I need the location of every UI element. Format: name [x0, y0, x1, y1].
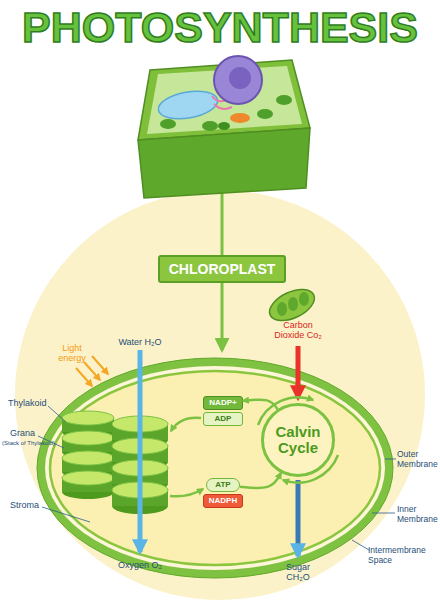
part-label: Outer Membrane	[397, 450, 440, 469]
flow-arrow	[171, 418, 201, 431]
chloroplast-icon-granum	[288, 297, 298, 311]
leader-line	[385, 459, 396, 460]
leader-line	[352, 540, 369, 550]
part-note: (Stack of Thylakoid)	[2, 440, 74, 447]
inner-membrane	[50, 371, 380, 565]
outer-membrane	[37, 358, 393, 578]
node-text: CHLOROPLAST	[169, 262, 276, 277]
zoom-arrow	[221, 283, 224, 350]
cell-chloroplast	[218, 122, 230, 130]
light-ray	[76, 368, 92, 386]
cell-chloroplast	[257, 109, 273, 119]
node-outline-shape	[263, 405, 334, 476]
light-ray	[92, 356, 108, 374]
part-label: Stroma	[10, 500, 50, 510]
carbon-dioxide-arrow	[296, 346, 301, 398]
nucleolus	[229, 67, 251, 89]
node-text: Calvin Cycle	[267, 424, 329, 456]
thylakoid-disc-top	[62, 431, 114, 445]
flow-connector	[240, 473, 281, 488]
part-label: Thylakoid	[8, 398, 64, 408]
part-label: Inner Membrane	[397, 505, 440, 524]
molecule-box: NADPH	[203, 494, 243, 508]
leader-line	[372, 513, 395, 514]
node-text: NADPH	[209, 497, 237, 505]
background-disc	[15, 190, 425, 600]
node-text: ADP	[215, 415, 232, 423]
chloroplast-icon-granum	[277, 302, 287, 316]
thylakoid-disc-top	[62, 471, 114, 485]
molecule-box: ADP	[203, 412, 243, 426]
output-label: Sugar CH₂O	[274, 562, 322, 582]
flow-connector	[243, 400, 277, 410]
part-label: Intermembrane Space	[368, 546, 438, 565]
flow-arrow	[170, 489, 203, 496]
cell-chloroplast	[202, 121, 218, 131]
light-label: Light energy	[48, 343, 96, 363]
input-label: Carbon Dioxide Co₂	[268, 320, 328, 340]
chloroplast-title-box: CHLOROPLAST	[158, 255, 286, 283]
sugar-arrow	[296, 480, 301, 556]
mitochondrion	[230, 113, 250, 123]
nucleus	[214, 56, 262, 104]
node-text: ATP	[215, 481, 230, 489]
vacuole	[156, 87, 220, 123]
leader-line	[42, 507, 90, 522]
leader-line	[48, 406, 66, 422]
water-arrow	[138, 350, 143, 552]
chloroplast-icon-granum	[299, 292, 309, 306]
cell-chloroplast	[160, 119, 176, 129]
light-ray	[84, 362, 100, 380]
node-text: NADP+	[209, 399, 236, 407]
title-text: PHOTOSYNTHESIS	[0, 4, 440, 51]
cycle-circle: Calvin Cycle	[261, 403, 335, 477]
thylakoid-disc-top	[62, 411, 114, 425]
cell-chloroplast	[276, 95, 292, 105]
output-label: Oxygen O₂	[116, 560, 164, 570]
molecule-box: NADP+	[203, 396, 243, 410]
thylakoid-disc-top	[62, 451, 114, 465]
part-label: Grana	[10, 428, 50, 438]
molecule-box: ATP	[206, 478, 240, 492]
input-label: Water H₂O	[100, 337, 180, 347]
intermembrane-space	[45, 366, 385, 570]
cell-front-face	[138, 128, 310, 198]
